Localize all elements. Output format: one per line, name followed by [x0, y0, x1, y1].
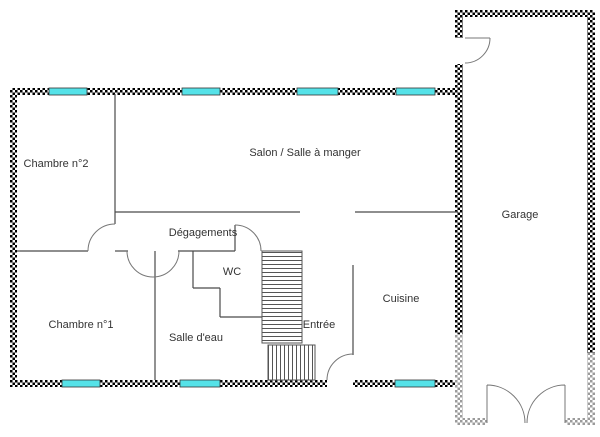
interior-walls	[17, 94, 458, 380]
window-bottom-2	[179, 379, 221, 388]
garage-wall-right-main	[587, 10, 595, 353]
door-arc-chambre2	[87, 223, 116, 252]
door-arc-garage-side	[464, 37, 491, 64]
garage-walls	[455, 10, 595, 425]
garage-wall-top	[455, 10, 595, 17]
window-top-2	[181, 87, 221, 96]
room-labels: Chambre n°2 Salon / Salle à manger Garag…	[24, 147, 539, 344]
window-bottom-3	[394, 379, 436, 388]
wall-bottom-left-segment	[10, 380, 327, 387]
room-label-salon: Salon / Salle à manger	[249, 147, 361, 159]
garage-wall-bottom-right	[565, 418, 595, 425]
window-top-3	[296, 87, 339, 96]
wall-top	[10, 88, 458, 95]
garage-wall-bottom-left	[455, 418, 487, 425]
door-arc-hall	[234, 224, 262, 252]
stairs	[261, 250, 316, 381]
room-label-chambre2: Chambre n°2	[24, 158, 89, 170]
room-label-garage: Garage	[502, 209, 539, 221]
room-label-degagements: Dégagements	[169, 227, 238, 239]
garage-wall-left-main	[455, 64, 463, 334]
garage-wall-right-lower	[587, 353, 595, 418]
wall-left	[10, 88, 17, 387]
door-arc-salle-eau	[126, 250, 180, 278]
window-top-1	[48, 87, 88, 96]
garage-wall-left-lower	[455, 334, 463, 418]
staircase-hatch	[261, 250, 303, 344]
room-label-cuisine: Cuisine	[383, 293, 420, 305]
window-top-4	[395, 87, 436, 96]
door-arc-entree	[326, 353, 354, 381]
room-label-entree: Entrée	[303, 319, 335, 331]
room-label-wc: WC	[223, 266, 241, 278]
room-label-chambre1: Chambre n°1	[49, 319, 114, 331]
garage-door-right	[526, 384, 566, 424]
window-bottom-1	[61, 379, 101, 388]
garage-wall-left-upper	[455, 10, 463, 38]
room-label-salle-eau: Salle d'eau	[169, 332, 223, 344]
door-arcs	[87, 37, 566, 424]
entrance-steps-hatch	[267, 344, 316, 381]
garage-door-left	[486, 384, 526, 424]
windows	[48, 87, 436, 388]
